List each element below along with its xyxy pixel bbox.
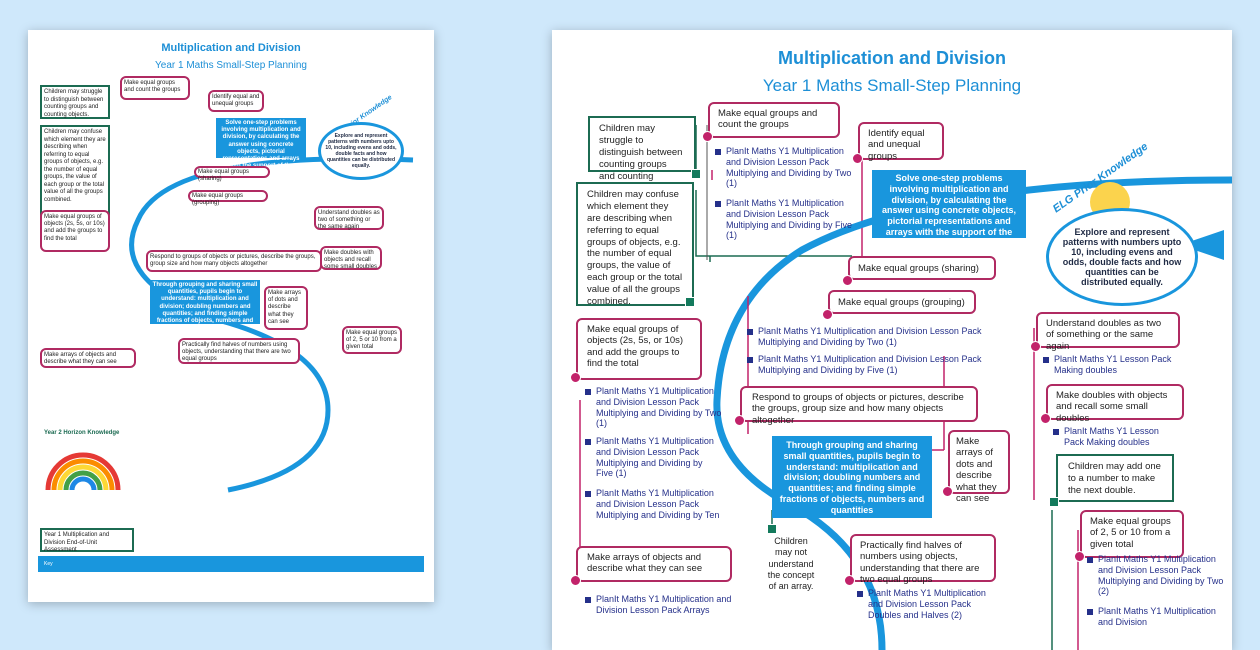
misconception-marker [767,524,777,534]
skill-dot [1074,551,1085,562]
step-arrays: Make arrays of objects and describe what… [576,546,732,582]
skill-dot [702,131,713,142]
page-subtitle: Year 1 Maths Small-Step Planning [155,60,307,71]
elg-text: Explore and represent patterns with numb… [1046,208,1198,306]
misconception-box: Children may confuse which element they … [576,182,694,307]
step-box: Identify equal and unequal groups [208,90,264,112]
link-left-two[interactable]: PlanIt Maths Y1 Multiplication and Divis… [585,386,722,429]
key-label: Key [44,561,53,567]
step-box: Understand doubles as two of something o… [314,206,384,230]
step-sharing: Make equal groups (sharing) [848,256,996,280]
step-box: Make equal groups and count the groups [120,76,190,100]
step-identify-equal: Identify equal and unequal groups [858,122,944,162]
step-box: Make doubles with objects and recall som… [320,246,382,270]
step-understand-doubles: Understand doubles as two of something o… [1036,312,1180,352]
misconception-marker [691,169,701,179]
step-make-2510: Make equal groups of 2, 5 or 10 from a g… [1080,510,1184,558]
page-title: Multiplication and Division [161,42,301,54]
step-respond: Respond to groups of objects or pictures… [740,386,978,426]
misconception-box: Children may struggle to distinguish bet… [588,116,696,193]
skill-dot [942,486,953,497]
skill-dot [570,575,581,586]
skill-dot [1030,341,1041,352]
thumbnail-sheet[interactable]: Multiplication and Division Year 1 Maths… [28,30,434,602]
link-line-two[interactable]: PlanIt Maths Y1 Multiplication and Divis… [747,326,988,348]
step-box: Make equal groups of objects (2s, 5s, or… [40,210,110,252]
objective-box: Solve one-step problems involving multip… [216,118,306,176]
skill-dot [822,309,833,320]
skill-dot [844,575,855,586]
zoomed-sheet[interactable]: Multiplication and Division Year 1 Maths… [552,30,1232,650]
link-doubles[interactable]: PlanIt Maths Y1 Lesson Pack Making doubl… [1043,354,1174,376]
elg-prior-knowledge: ELG Prior Knowledge Explore and represen… [318,94,428,180]
page-title-zoom: Multiplication and Division [777,48,1006,68]
misconception-add-one: Children may add one to a number to make… [1056,454,1174,502]
misconception-marker [1049,497,1059,507]
misconception-marker [685,297,695,307]
skill-dot [570,372,581,383]
step-halves: Practically find halves of numbers using… [850,534,996,585]
step-equal-groups: Make equal groups and count the groups [708,102,840,138]
step-box: Respond to groups of objects or pictures… [146,250,322,272]
skill-dot [842,275,853,286]
link-by-two[interactable]: PlanIt Maths Y1 Multiplication and Divis… [715,146,856,189]
skill-dot [1040,413,1051,424]
step-make-doubles: Make doubles with objects and recall som… [1046,384,1184,424]
skill-dot [852,153,863,164]
horizon-label: Year 2 Horizon Knowledge [44,430,120,436]
link-right-five[interactable]: PlanIt Maths Y1 Multiplication and Divis… [1087,606,1226,628]
step-box: Make equal groups (grouping) [188,190,268,206]
step-equal-groups-2510: Make equal groups of objects (2s, 5s, or… [576,318,702,380]
misconception-box: Children may confuse which element they … [40,125,110,215]
rainbow-icon [40,430,126,516]
link-doubles-2[interactable]: PlanIt Maths Y1 Lesson Pack Making doubl… [1053,426,1174,448]
page-subtitle-zoom: Year 1 Maths Small-Step Planning [762,76,1022,95]
link-line-five[interactable]: PlanIt Maths Y1 Multiplication and Divis… [747,354,988,376]
elg-text: Explore and represent patterns with numb… [318,122,404,180]
link-left-five[interactable]: PlanIt Maths Y1 Multiplication and Divis… [585,436,722,479]
link-arrays[interactable]: PlanIt Maths Y1 Multiplication and Divis… [585,594,740,616]
key-bar: Key [38,556,424,572]
step-box: Make arrays of objects and describe what… [40,348,136,368]
skill-dot [734,415,745,426]
step-box: Make equal groups of 2, 5 or 10 from a g… [342,326,402,354]
objective-grouping: Through grouping and sharing small quant… [772,436,932,518]
link-left-ten[interactable]: PlanIt Maths Y1 Multiplication and Divis… [585,488,722,520]
assessment-box: Year 1 Multiplication and Division End-o… [40,528,134,553]
link-right-two[interactable]: PlanIt Maths Y1 Multiplication and Divis… [1087,554,1226,597]
step-box: Practically find halves of numbers using… [178,338,300,364]
objective-box: Through grouping and sharing small quant… [150,280,260,331]
misconception-array: Children may not understand the concept … [764,532,818,602]
link-by-five[interactable]: PlanIt Maths Y1 Multiplication and Divis… [715,198,856,241]
objective-solve: Solve one-step problems involving multip… [872,170,1026,248]
step-grouping: Make equal groups (grouping) [828,290,976,314]
misconception-box: Children may struggle to distinguish bet… [40,85,110,119]
step-arrays-dots: Make arrays of dots and describe what th… [948,430,1010,504]
elg-prior-knowledge: ELG Prior Knowledge Explore and represen… [1030,141,1230,310]
step-box: Make arrays of dots and describe what th… [264,286,308,330]
step-box: Make equal groups (sharing) [194,166,270,182]
link-halves[interactable]: PlanIt Maths Y1 Multiplication and Divis… [857,588,998,620]
